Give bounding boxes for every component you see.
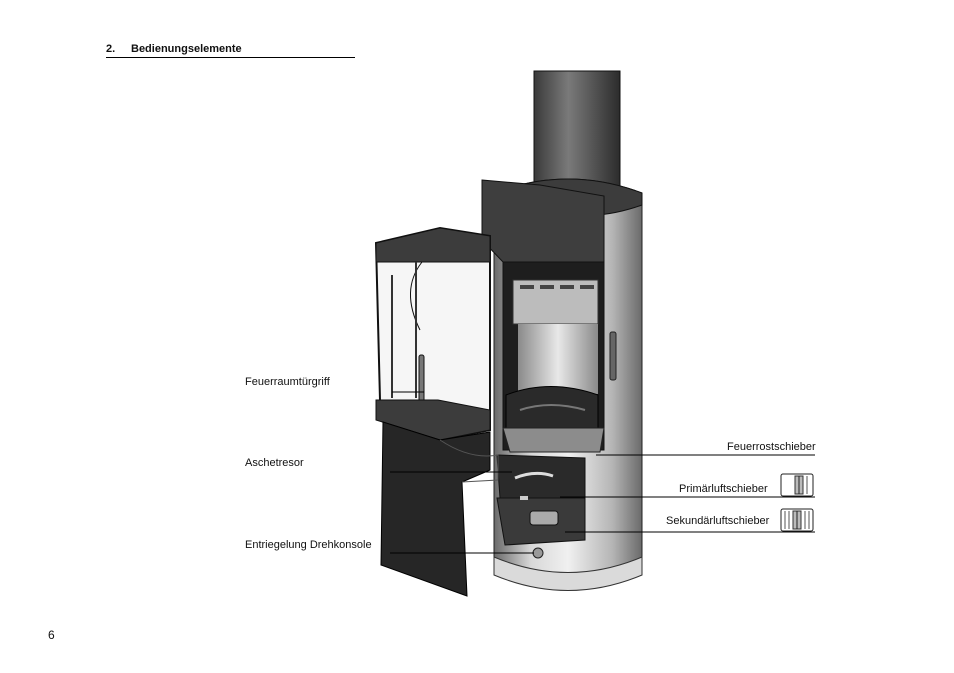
primary-air-icon [780, 473, 814, 497]
stove-base [493, 556, 643, 591]
section-number: 2. [106, 43, 116, 55]
door-bottom-band [375, 399, 491, 441]
swivel-console [380, 421, 491, 597]
door-top-band [375, 227, 491, 263]
section-heading: 2. Bedienungselemente [106, 43, 355, 58]
swivel-release-label: Entriegelung Drehkonsole [245, 539, 372, 551]
air-slider-plate [529, 510, 559, 526]
side-handle [609, 331, 617, 381]
page-number: 6 [48, 628, 55, 642]
grate-slider-label: Feuerrostschieber [727, 441, 816, 453]
primary-air-label: Primärluftschieber [679, 483, 768, 495]
firebox-floor [502, 427, 605, 453]
ash-drawer [496, 454, 586, 499]
secondary-air-icon [780, 508, 814, 532]
section-title: Bedienungselemente [131, 43, 242, 55]
swivel-release-knob [532, 547, 544, 559]
door-handle-label: Feuerraumtürgriff [245, 376, 330, 388]
secondary-air-label: Sekundärluftschieber [666, 515, 770, 527]
ash-box-label: Aschetresor [245, 457, 304, 469]
firebox-inner [518, 324, 598, 394]
